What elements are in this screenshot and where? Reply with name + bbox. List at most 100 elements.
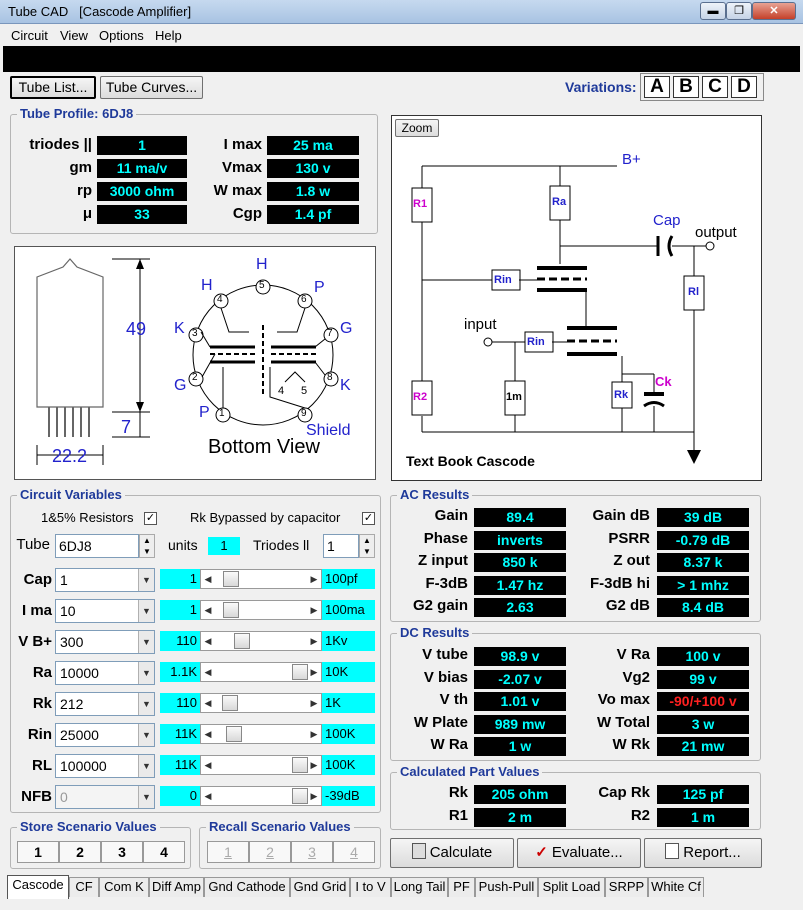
- pin-number-7: 7: [327, 328, 333, 339]
- variation-c-button[interactable]: C: [702, 76, 728, 98]
- close-button[interactable]: ✕: [752, 2, 796, 20]
- variable-slider[interactable]: ◀▶: [200, 569, 322, 589]
- slider-left-icon[interactable]: ◀: [204, 760, 212, 770]
- menu-options[interactable]: Options: [99, 28, 144, 43]
- tab-cf[interactable]: CF: [69, 877, 99, 897]
- store-scenario-1[interactable]: 1: [17, 841, 59, 863]
- chevron-down-icon[interactable]: ▼: [138, 631, 154, 653]
- tab-diff-amp[interactable]: Diff Amp: [149, 877, 204, 897]
- slider-right-icon[interactable]: ▶: [310, 791, 318, 801]
- slider-thumb[interactable]: [223, 571, 240, 587]
- tube-field[interactable]: 6DJ8: [55, 534, 139, 558]
- chevron-down-icon[interactable]: ▼: [138, 724, 154, 746]
- slider-thumb[interactable]: [292, 788, 308, 804]
- variation-b-button[interactable]: B: [673, 76, 699, 98]
- variable-slider[interactable]: ◀▶: [200, 693, 322, 713]
- units-value[interactable]: 1: [208, 537, 240, 555]
- variable-slider[interactable]: ◀▶: [200, 724, 322, 744]
- chevron-down-icon[interactable]: ▼: [138, 693, 154, 715]
- minimize-button[interactable]: ▬: [700, 2, 726, 20]
- slider-right-icon[interactable]: ▶: [310, 667, 318, 677]
- resistors-label: 1&5% Resistors: [41, 510, 134, 525]
- evaluate-button[interactable]: ✓Evaluate...: [517, 838, 641, 868]
- triodes-spinner[interactable]: ▲▼: [359, 534, 375, 558]
- calculate-button[interactable]: Calculate: [390, 838, 514, 868]
- slider-left-icon[interactable]: ◀: [204, 636, 212, 646]
- dc-label: W Rk: [612, 736, 651, 753]
- maximize-button[interactable]: ❐: [726, 2, 752, 20]
- variable-label: I ma: [21, 602, 52, 619]
- variable-dropdown[interactable]: 100000▼: [55, 754, 155, 778]
- variation-a-button[interactable]: A: [644, 76, 670, 98]
- tube-list-button[interactable]: Tube List...: [10, 76, 96, 99]
- slider-left-icon[interactable]: ◀: [204, 667, 212, 677]
- slider-thumb[interactable]: [292, 757, 308, 773]
- chevron-down-icon[interactable]: ▼: [138, 786, 154, 808]
- variable-dropdown[interactable]: 0▼: [55, 785, 155, 809]
- menu-circuit[interactable]: Circuit: [11, 28, 48, 43]
- chevron-down-icon[interactable]: ▼: [138, 569, 154, 591]
- chevron-down-icon[interactable]: ▼: [138, 662, 154, 684]
- report-button[interactable]: Report...: [644, 838, 762, 868]
- slider-right-icon[interactable]: ▶: [310, 729, 318, 739]
- tab-gnd-cathode[interactable]: Gnd Cathode: [204, 877, 290, 897]
- slider-right-icon[interactable]: ▶: [310, 760, 318, 770]
- variable-dropdown[interactable]: 212▼: [55, 692, 155, 716]
- variable-dropdown[interactable]: 10000▼: [55, 661, 155, 685]
- variation-d-button[interactable]: D: [731, 76, 757, 98]
- variable-slider[interactable]: ◀▶: [200, 786, 322, 806]
- resistors-checkbox[interactable]: ✓: [144, 512, 157, 525]
- zoom-button[interactable]: Zoom: [395, 119, 439, 137]
- store-scenario-2[interactable]: 2: [59, 841, 101, 863]
- heater-label-4: 4: [278, 385, 285, 397]
- slider-right-icon[interactable]: ▶: [310, 698, 318, 708]
- tab-com-k[interactable]: Com K: [99, 877, 149, 897]
- variable-dropdown[interactable]: 1▼: [55, 568, 155, 592]
- recall-scenario-1[interactable]: 1: [207, 841, 249, 863]
- calc-label: R2: [630, 806, 650, 824]
- slider-thumb[interactable]: [292, 664, 308, 680]
- tab-i-to-v[interactable]: I to V: [350, 877, 391, 897]
- tube-curves-button[interactable]: Tube Curves...: [100, 76, 203, 99]
- slider-thumb[interactable]: [225, 726, 242, 742]
- rk-bypass-checkbox[interactable]: ✓: [362, 512, 375, 525]
- slider-thumb[interactable]: [223, 602, 240, 618]
- variable-slider[interactable]: ◀▶: [200, 631, 322, 651]
- tab-pf[interactable]: PF: [448, 877, 475, 897]
- slider-right-icon[interactable]: ▶: [310, 574, 318, 584]
- tab-push-pull[interactable]: Push-Pull: [475, 877, 538, 897]
- variable-slider[interactable]: ◀▶: [200, 755, 322, 775]
- tab-srpp[interactable]: SRPP: [605, 877, 648, 897]
- slider-left-icon[interactable]: ◀: [204, 698, 212, 708]
- store-scenario-3[interactable]: 3: [101, 841, 143, 863]
- tab-long-tail[interactable]: Long Tail: [391, 877, 448, 897]
- slider-left-icon[interactable]: ◀: [204, 605, 212, 615]
- variable-slider[interactable]: ◀▶: [200, 662, 322, 682]
- dc-results-title: DC Results: [397, 625, 473, 640]
- menu-view[interactable]: View: [60, 28, 88, 43]
- chevron-down-icon[interactable]: ▼: [138, 600, 154, 622]
- tube-spinner[interactable]: ▲▼: [139, 534, 155, 558]
- slider-right-icon[interactable]: ▶: [310, 605, 318, 615]
- chevron-down-icon[interactable]: ▼: [138, 755, 154, 777]
- tab-gnd-grid[interactable]: Gnd Grid: [290, 877, 350, 897]
- slider-left-icon[interactable]: ◀: [204, 729, 212, 739]
- slider-thumb[interactable]: [221, 695, 238, 711]
- slider-left-icon[interactable]: ◀: [204, 574, 212, 584]
- menu-help[interactable]: Help: [155, 28, 182, 43]
- slider-left-icon[interactable]: ◀: [204, 791, 212, 801]
- slider-thumb[interactable]: [233, 633, 250, 649]
- tab-cascode[interactable]: Cascode: [7, 875, 69, 899]
- recall-scenario-2[interactable]: 2: [249, 841, 291, 863]
- variable-slider[interactable]: ◀▶: [200, 600, 322, 620]
- tab-split-load[interactable]: Split Load: [538, 877, 605, 897]
- slider-right-icon[interactable]: ▶: [310, 636, 318, 646]
- tab-white-cf[interactable]: White Cf: [648, 877, 704, 897]
- recall-scenario-3[interactable]: 3: [291, 841, 333, 863]
- recall-scenario-4[interactable]: 4: [333, 841, 375, 863]
- variable-dropdown[interactable]: 25000▼: [55, 723, 155, 747]
- variable-dropdown[interactable]: 300▼: [55, 630, 155, 654]
- variable-dropdown[interactable]: 10▼: [55, 599, 155, 623]
- store-scenario-4[interactable]: 4: [143, 841, 185, 863]
- triodes-field[interactable]: 1: [323, 534, 359, 558]
